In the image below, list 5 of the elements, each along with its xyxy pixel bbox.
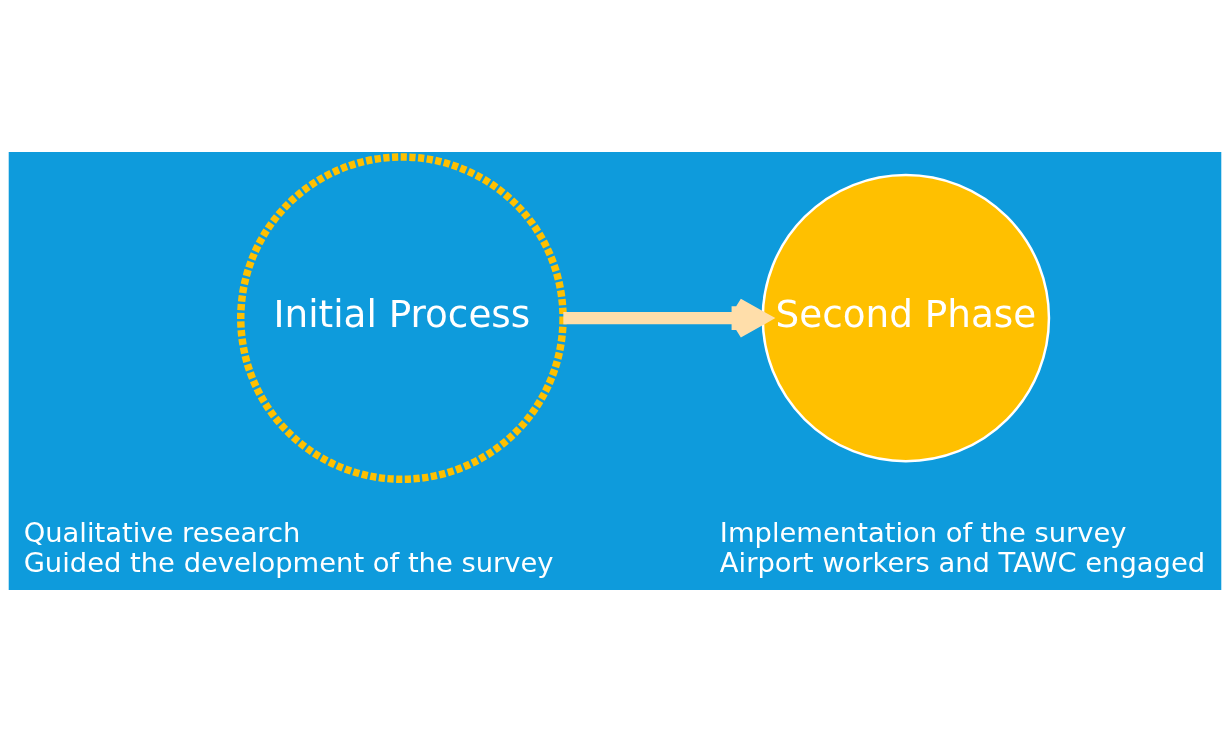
node-circle: Initial Process bbox=[237, 152, 567, 483]
node-label: Guided the development of the survey bbox=[23, 546, 554, 578]
node-label: Implementation of the survey bbox=[719, 516, 1127, 548]
node-circle: Second Phase bbox=[761, 173, 1051, 462]
node-label: Qualitative research bbox=[23, 516, 301, 548]
